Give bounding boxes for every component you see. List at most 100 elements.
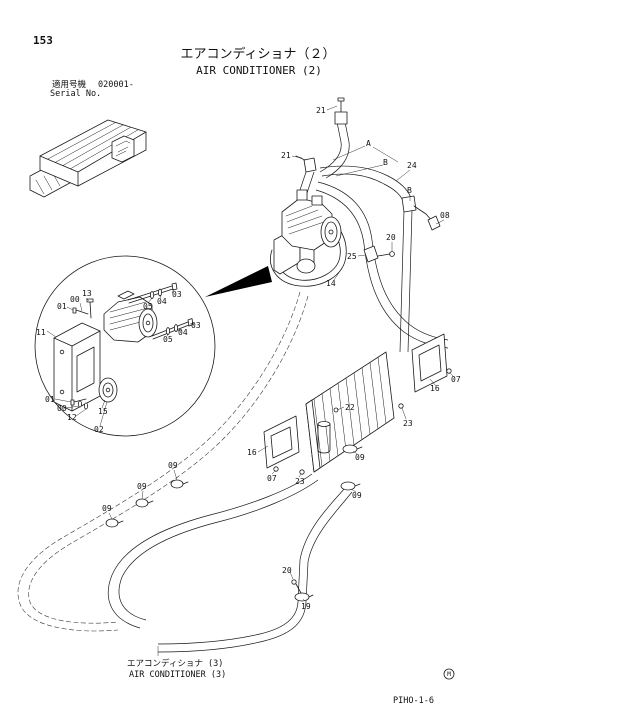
cross-reference: エアコンディショナ (3) AIR CONDITIONER (3) — [127, 658, 226, 680]
hose-routes — [17, 121, 449, 653]
hose-discharge-a — [317, 181, 449, 341]
callout-15: 15 — [98, 407, 108, 416]
callout-14: 14 — [326, 279, 336, 288]
hose-clamps — [105, 444, 363, 602]
bolt-20-lower — [291, 579, 302, 594]
condenser-assembly — [263, 333, 452, 475]
callouts-main: 21 A 21 B 24 B 08 20 25 14 16 07 22 23 1… — [102, 106, 461, 611]
compressor-clutch-hub — [324, 221, 338, 243]
bolt-23-left — [299, 469, 305, 475]
callout-23: 23 — [403, 419, 413, 428]
mounting-bracket — [53, 322, 101, 412]
callout-21: 21 — [281, 151, 291, 160]
callout-a: A — [366, 139, 371, 148]
detail-bolts-upper — [127, 282, 178, 304]
callout-13: 13 — [82, 289, 92, 298]
upper-fittings — [295, 97, 441, 263]
serial-value: 020001- — [98, 80, 134, 90]
fitting-top — [334, 111, 348, 125]
detail-pointer — [205, 266, 272, 297]
callout-b: B — [383, 158, 388, 167]
hose-24-top — [319, 165, 412, 199]
callout-09: 09 — [352, 491, 362, 500]
m-symbol-letter: M — [447, 671, 451, 678]
detail-compressor — [103, 290, 158, 343]
bolt-21-mid — [295, 155, 306, 161]
page-header: 153 エアコンディショナ（２） AIR CONDITIONER (2) 適用号… — [33, 34, 336, 99]
thumbnail-hood-ribs — [47, 122, 139, 170]
callout-16: 16 — [247, 448, 257, 457]
belt-outer — [270, 217, 347, 287]
reference-japanese: エアコンディショナ (3) — [127, 658, 223, 669]
hose-discharge-b — [315, 189, 449, 349]
callout-04: 04 — [157, 297, 167, 306]
callout-23: 23 — [295, 477, 305, 486]
detail-bolts-bottom — [70, 398, 89, 410]
title-japanese: エアコンディショナ（２） — [180, 46, 335, 62]
machine-thumbnail — [29, 119, 147, 198]
leader-lines — [46, 105, 456, 656]
callout-02: 02 — [94, 425, 104, 434]
callout-12: 12 — [67, 413, 77, 422]
serial-label-japanese: 適用号機 — [52, 79, 87, 90]
callout-05: 05 — [163, 335, 173, 344]
detail-idler-pulley — [98, 377, 118, 403]
compressor-clutch-pulley — [320, 216, 342, 248]
receiver-drier-top — [317, 421, 331, 427]
thumbnail-upper-structure — [39, 119, 147, 187]
detail-bolt-13 — [86, 298, 94, 319]
callout-b: B — [407, 186, 412, 195]
bracket-16-left-cutout — [270, 426, 293, 459]
callout-00: 00 — [70, 295, 80, 304]
clamp-09 — [340, 481, 361, 491]
callout-04: 04 — [178, 328, 188, 337]
hose-24-bottom — [321, 173, 405, 205]
compressor-port-a — [296, 189, 308, 201]
callout-07: 07 — [267, 474, 277, 483]
thumbnail-bracket-lines — [115, 140, 131, 157]
bolt-22 — [333, 407, 339, 413]
clamp-09 — [135, 498, 154, 508]
detail-view — [34, 255, 216, 437]
callout-07: 07 — [451, 375, 461, 384]
callout-03: 03 — [172, 290, 182, 299]
belt-pulley — [296, 258, 316, 274]
callout-24: 24 — [407, 161, 417, 170]
callout-25: 25 — [347, 252, 357, 261]
receiver-drier-body — [317, 423, 331, 454]
hose-upper-pipe — [319, 121, 350, 179]
fitting-mid — [303, 157, 317, 173]
callout-08: 08 — [440, 211, 450, 220]
bolt-21-top-head — [337, 97, 345, 102]
condenser-side-tank — [305, 399, 321, 473]
callout-01: 01 — [57, 302, 67, 311]
hose-to-ac3-a — [157, 487, 346, 645]
callout-21: 21 — [316, 106, 326, 115]
callout-09: 09 — [168, 461, 178, 470]
callout-03: 03 — [191, 321, 201, 330]
compressor-ribs — [285, 205, 325, 235]
bolt-20-upper-shank — [377, 253, 391, 257]
compressor-assembly — [270, 189, 347, 287]
callout-22: 22 — [345, 403, 355, 412]
callout-20: 20 — [282, 566, 292, 575]
m-symbol-circle — [443, 668, 455, 680]
clamp-09 — [170, 479, 189, 489]
callout-09: 09 — [102, 504, 112, 513]
bracket-16-left — [263, 415, 300, 469]
callouts-detail: 13 00 01 05 04 03 05 04 03 11 01 00 12 1… — [36, 289, 201, 434]
bolt-07-left — [273, 466, 279, 472]
clamp-19 — [294, 592, 314, 602]
compressor-port-b — [311, 195, 323, 206]
title-english: AIR CONDITIONER (2) — [196, 64, 322, 77]
serial-label-english: Serial No. — [50, 89, 101, 99]
callout-16: 16 — [430, 384, 440, 393]
m-symbol: M — [443, 668, 455, 680]
fitting-25 — [363, 245, 379, 263]
hose-condenser-lower-a — [107, 473, 313, 629]
hose-vertical-b — [399, 209, 413, 353]
clamp-09 — [342, 444, 363, 454]
hose-to-ac3-b — [157, 491, 353, 653]
bolt-07-right — [446, 368, 452, 374]
